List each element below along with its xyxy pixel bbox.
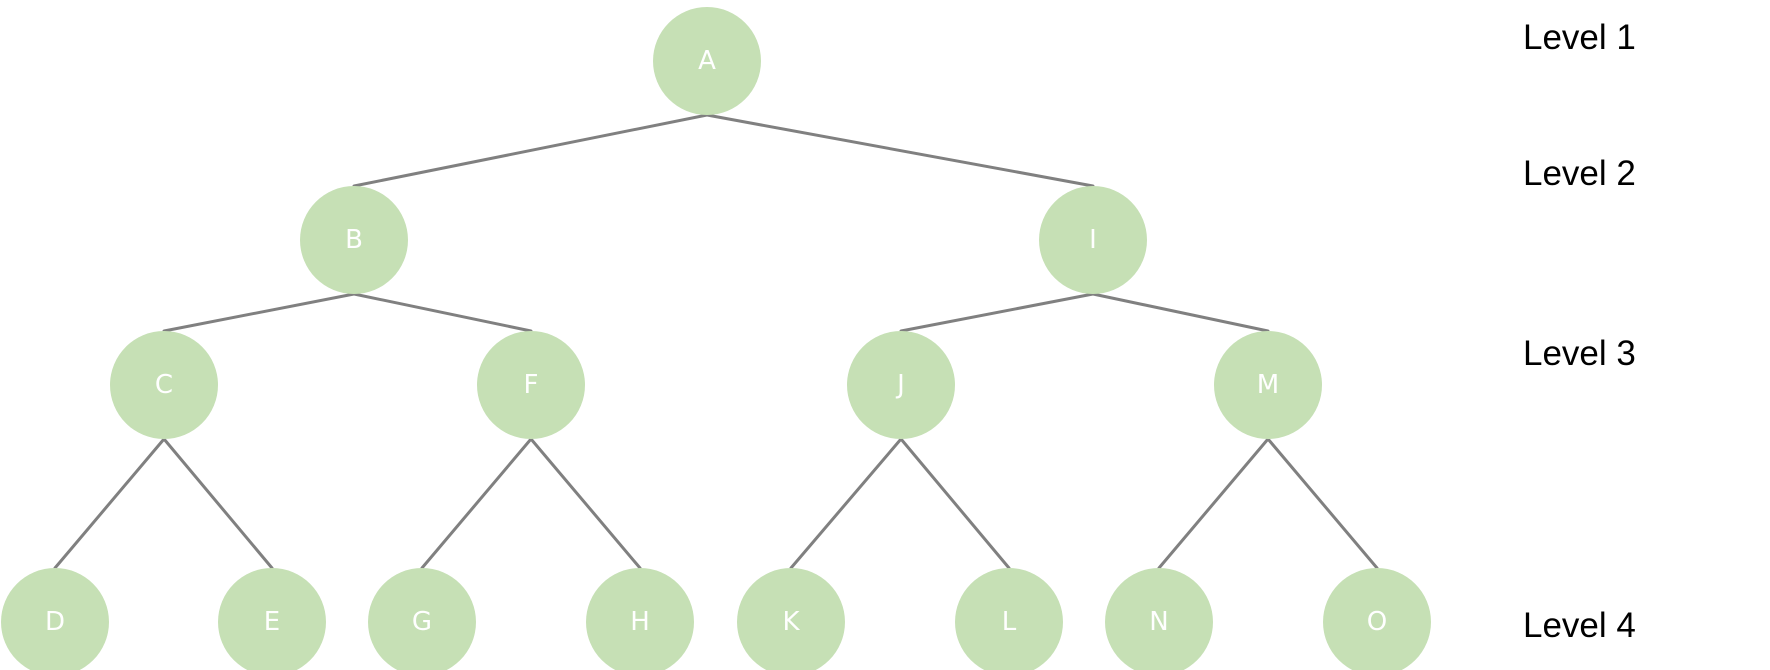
tree-node-m: M <box>1214 331 1322 439</box>
edge-B-C <box>162 292 356 333</box>
level-label-3: Level 3 <box>1523 334 1636 373</box>
tree-node-e: E <box>218 568 326 670</box>
tree-edges <box>53 113 1379 570</box>
node-circle <box>737 568 845 670</box>
edge-M-N <box>1157 437 1270 570</box>
node-label: K <box>782 607 800 637</box>
node-circle <box>653 7 761 115</box>
node-circle <box>477 331 585 439</box>
node-circle <box>1 568 109 670</box>
edge-C-E <box>162 437 274 570</box>
tree-node-g: G <box>368 568 476 670</box>
node-label: G <box>412 607 432 637</box>
tree-node-a: A <box>653 7 761 115</box>
node-label: B <box>345 225 363 255</box>
edge-J-L <box>899 437 1011 570</box>
node-label: O <box>1367 607 1387 637</box>
level-label-1: Level 1 <box>1523 18 1636 57</box>
node-circle <box>300 186 408 294</box>
edge-I-J <box>899 292 1095 333</box>
node-label: M <box>1257 370 1279 400</box>
node-circle <box>218 568 326 670</box>
node-circle <box>110 331 218 439</box>
tree-node-c: C <box>110 331 218 439</box>
edge-B-F <box>352 292 533 333</box>
node-circle <box>1039 186 1147 294</box>
tree-node-n: N <box>1105 568 1213 670</box>
node-label: I <box>1089 225 1097 255</box>
node-circle <box>1323 568 1431 670</box>
node-circle <box>955 568 1063 670</box>
node-label: E <box>264 607 280 637</box>
node-label: C <box>155 370 173 400</box>
node-circle <box>368 568 476 670</box>
edge-A-I <box>705 113 1095 188</box>
edge-F-H <box>529 437 642 570</box>
node-label: D <box>45 607 65 637</box>
node-label: L <box>1002 607 1017 637</box>
tree-node-o: O <box>1323 568 1431 670</box>
node-circle <box>1214 331 1322 439</box>
tree-node-f: F <box>477 331 585 439</box>
edge-J-K <box>789 437 903 570</box>
tree-node-b: B <box>300 186 408 294</box>
tree-node-d: D <box>1 568 109 670</box>
node-label: H <box>630 607 650 637</box>
edge-C-D <box>53 437 166 570</box>
tree-node-i: I <box>1039 186 1147 294</box>
node-circle <box>847 331 955 439</box>
tree-node-j: J <box>847 331 955 439</box>
node-label: A <box>698 46 716 76</box>
level-label-2: Level 2 <box>1523 154 1636 193</box>
tree-node-l: L <box>955 568 1063 670</box>
edge-F-G <box>420 437 533 570</box>
node-circle <box>1105 568 1213 670</box>
tree-nodes: A B I C F J M D E G H K L N O <box>1 7 1431 670</box>
tree-node-h: H <box>586 568 694 670</box>
tree-node-k: K <box>737 568 845 670</box>
edge-A-B <box>352 113 709 188</box>
node-label: N <box>1149 607 1168 637</box>
binary-tree-diagram: A B I C F J M D E G H K L N O <box>1 7 1431 670</box>
edge-M-O <box>1266 437 1379 570</box>
edge-I-M <box>1091 292 1270 333</box>
node-circle <box>586 568 694 670</box>
level-label-4: Level 4 <box>1523 606 1636 645</box>
node-label: F <box>524 370 539 400</box>
node-label: J <box>895 370 905 400</box>
